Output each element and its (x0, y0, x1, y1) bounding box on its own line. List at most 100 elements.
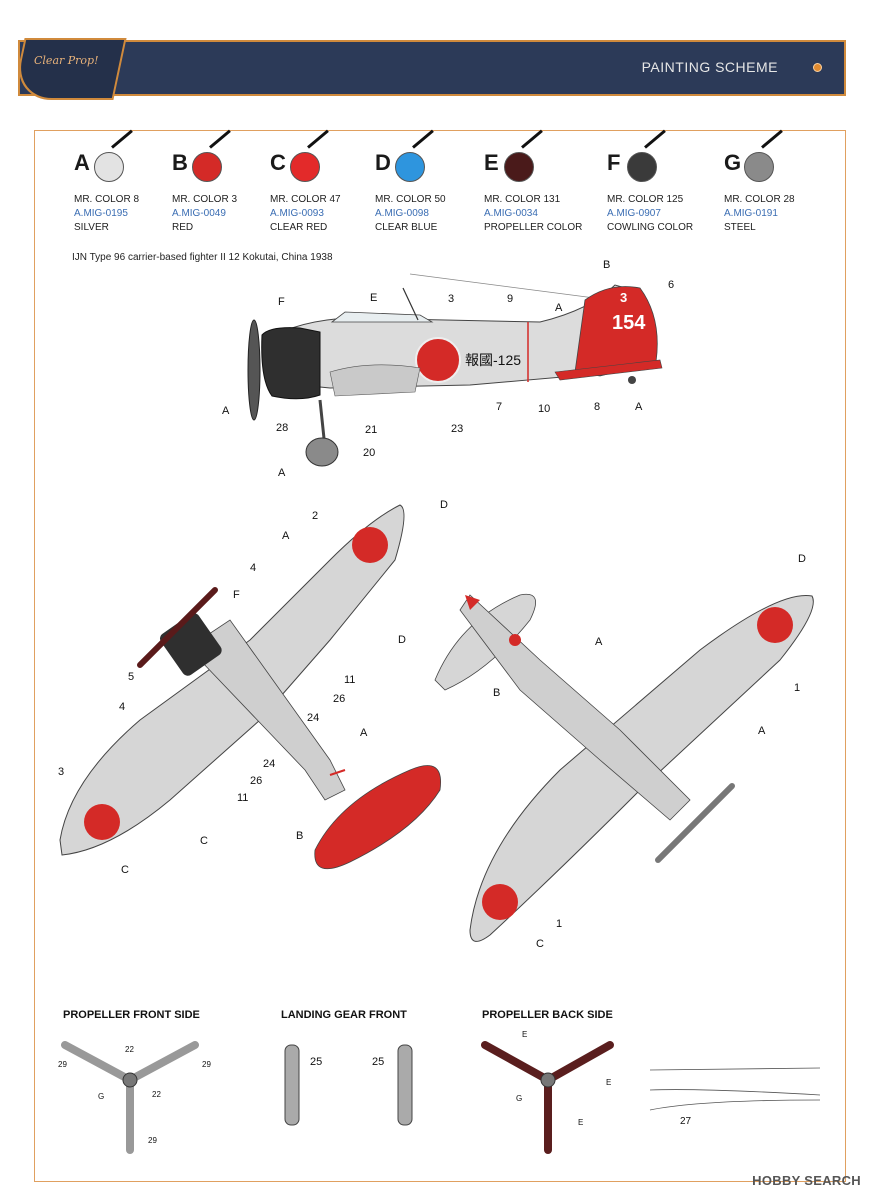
callout: 2 (312, 510, 319, 522)
mr-color: MR. COLOR 28 (724, 194, 795, 205)
detail-title-prop-front: PROPELLER FRONT SIDE (63, 1009, 200, 1021)
color-name: CLEAR BLUE (375, 222, 438, 233)
callout: E (522, 1030, 528, 1039)
brand-logo-text: Clear Prop! (34, 54, 99, 67)
callout: B (603, 259, 611, 271)
mr-color: MR. COLOR 47 (270, 194, 341, 205)
content-frame (34, 130, 846, 1182)
mig-code: A.MIG-0098 (375, 208, 429, 219)
callout: 11 (344, 674, 356, 686)
mig-code: A.MIG-0093 (270, 208, 324, 219)
callout: A (360, 727, 368, 739)
callout: A (555, 302, 563, 314)
mr-color: MR. COLOR 8 (74, 194, 140, 205)
callout: A (635, 401, 643, 413)
callout: E (370, 292, 378, 304)
callout: 26 (250, 775, 263, 787)
swatch-letter: F (607, 150, 621, 175)
callout: G (98, 1092, 105, 1101)
mr-color: MR. COLOR 3 (172, 194, 238, 205)
callout: 1 (556, 918, 563, 930)
callout: 5 (128, 671, 135, 683)
callout: D (398, 634, 406, 646)
landing-gear-detail (284, 1044, 413, 1126)
callout: 27 (680, 1116, 692, 1127)
callout: 11 (237, 792, 249, 804)
callout: A (758, 725, 766, 737)
callout: B (296, 830, 304, 842)
paint-drop-icon (504, 152, 534, 182)
callout: A (222, 405, 230, 417)
mr-color: MR. COLOR 125 (607, 194, 684, 205)
mig-code: A.MIG-0195 (74, 208, 128, 219)
callout: C (200, 835, 208, 847)
callout: 20 (363, 447, 376, 459)
callout: 25 (372, 1056, 385, 1068)
callout: 8 (594, 401, 601, 413)
page-title: PAINTING SCHEME (641, 59, 778, 75)
paint-drop-icon (395, 152, 425, 182)
callout: 21 (365, 424, 378, 436)
callout: 10 (538, 403, 551, 415)
callout: 3 (448, 293, 455, 305)
top-view (59, 504, 442, 870)
mig-code: A.MIG-0049 (172, 208, 226, 219)
callout: F (278, 296, 285, 308)
fuselage-detail (649, 1067, 821, 1111)
callout: F (233, 589, 240, 601)
callout: C (536, 938, 544, 950)
paint-drop-icon (290, 152, 320, 182)
callout: 6 (668, 279, 675, 291)
bottom-view (434, 593, 814, 942)
swatch-letter: B (172, 150, 188, 175)
color-name: STEEL (724, 222, 756, 233)
callout: 29 (148, 1136, 157, 1145)
propeller-front-detail (61, 1041, 199, 1154)
header-bar (18, 40, 846, 96)
aircraft-title: IJN Type 96 carrier-based fighter II 12 … (72, 252, 333, 263)
callout: 24 (263, 758, 276, 770)
swatch-letter: G (724, 150, 742, 175)
mig-code: A.MIG-0907 (607, 208, 661, 219)
callout: E (606, 1078, 612, 1087)
paint-drop-icon (744, 152, 774, 182)
mr-color: MR. COLOR 50 (375, 194, 446, 205)
callout: A (278, 467, 286, 479)
paint-drop-icon (94, 152, 124, 182)
callout: 9 (507, 293, 514, 305)
swatch-letter: A (74, 150, 90, 175)
paint-drop-icon (627, 152, 657, 182)
callout: 22 (152, 1090, 161, 1099)
callout: 22 (125, 1045, 134, 1054)
header-dot-icon (813, 63, 822, 72)
propeller-back-detail (481, 1041, 614, 1154)
callout: 28 (276, 422, 289, 434)
callout: 24 (307, 712, 320, 724)
callout: 23 (451, 423, 464, 435)
tail-code-main: 154 (612, 312, 646, 334)
side-view (247, 273, 663, 467)
color-name: SILVER (74, 222, 109, 233)
color-name: PROPELLER COLOR (484, 222, 583, 233)
callout: 1 (794, 682, 801, 694)
callout: 4 (250, 562, 257, 574)
callout: A (282, 530, 290, 542)
fuselage-code: 報國-125 (465, 352, 522, 368)
detail-title-prop-back: PROPELLER BACK SIDE (482, 1009, 613, 1021)
swatch-letter: E (484, 150, 499, 175)
callout: 26 (333, 693, 346, 705)
paint-drop-icon (192, 152, 222, 182)
watermark: HOBBY SEARCH (752, 1173, 861, 1188)
callout: 4 (119, 701, 126, 713)
swatch-letter: C (270, 150, 286, 175)
mig-code: A.MIG-0191 (724, 208, 778, 219)
color-name: CLEAR RED (270, 222, 328, 233)
callout: E (578, 1118, 584, 1127)
callout: A (595, 636, 603, 648)
callout: 29 (58, 1060, 67, 1069)
callout: 7 (496, 401, 503, 413)
detail-title-landing-gear: LANDING GEAR FRONT (281, 1009, 407, 1021)
callout: C (121, 864, 129, 876)
swatch-letter: D (375, 150, 391, 175)
